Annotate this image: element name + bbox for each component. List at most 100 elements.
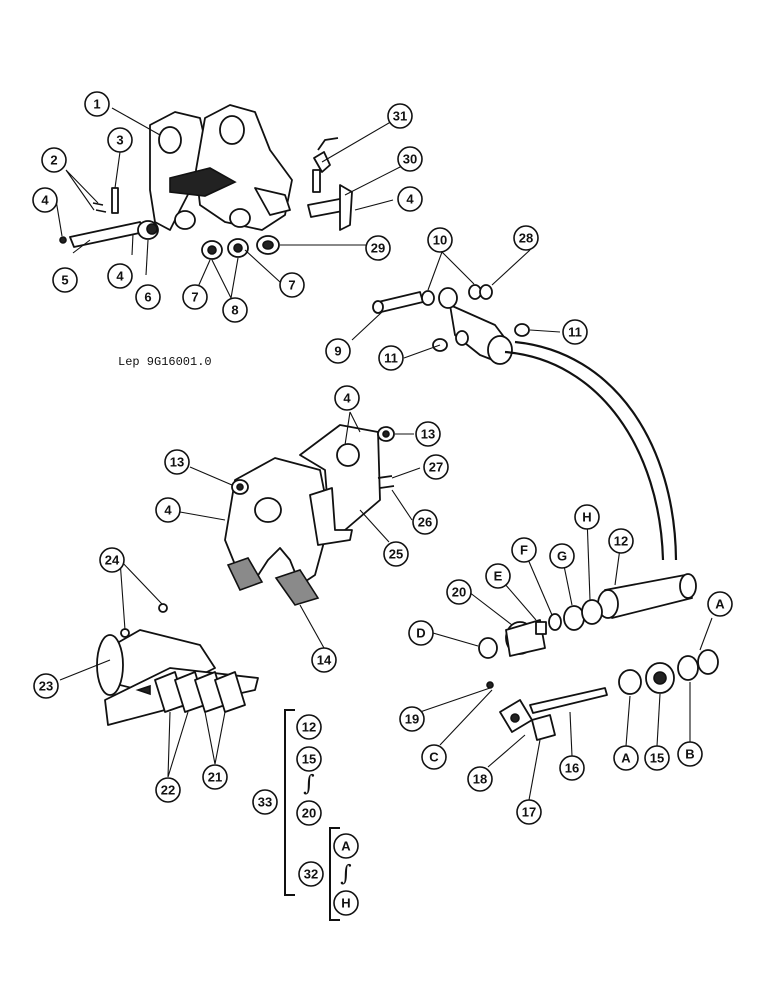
callout-C: C bbox=[421, 744, 447, 770]
coupler-bracket-assembly bbox=[149, 104, 293, 231]
washers-7-8 bbox=[201, 238, 249, 260]
callout-31: 31 bbox=[387, 103, 413, 129]
callout-4-a: 4 bbox=[32, 187, 58, 213]
svg-text:19: 19 bbox=[405, 712, 419, 727]
svg-text:H: H bbox=[341, 896, 350, 911]
callout-7-a: 7 bbox=[182, 284, 208, 310]
callout-E: E bbox=[485, 563, 511, 589]
rod-16 bbox=[499, 687, 608, 733]
svg-text:7: 7 bbox=[288, 278, 295, 293]
svg-text:F: F bbox=[520, 543, 528, 558]
svg-text:C: C bbox=[429, 750, 439, 765]
svg-text:D: D bbox=[416, 626, 425, 641]
callout-28: 28 bbox=[513, 225, 539, 251]
svg-text:5: 5 bbox=[61, 273, 68, 288]
callout-27: 27 bbox=[423, 454, 449, 480]
callout-7-b: 7 bbox=[279, 272, 305, 298]
svg-text:E: E bbox=[494, 569, 503, 584]
callout-4-e: 4 bbox=[155, 497, 181, 523]
kit-32-range-symbol: ∫ bbox=[340, 862, 352, 887]
adapter-9 bbox=[372, 291, 424, 314]
svg-text:10: 10 bbox=[433, 233, 447, 248]
svg-text:7: 7 bbox=[191, 290, 198, 305]
callout-18: 18 bbox=[467, 766, 493, 792]
pin-30 bbox=[307, 184, 353, 231]
kit-33-item-20: 20 bbox=[296, 800, 322, 826]
svg-text:9: 9 bbox=[334, 344, 341, 359]
svg-text:16: 16 bbox=[565, 761, 579, 776]
plugs-13 bbox=[231, 426, 395, 495]
svg-text:B: B bbox=[685, 747, 694, 762]
bushing-29 bbox=[256, 235, 280, 255]
clip-19 bbox=[486, 681, 494, 689]
svg-text:G: G bbox=[557, 549, 567, 564]
svg-text:20: 20 bbox=[302, 806, 316, 821]
callout-30: 30 bbox=[397, 146, 423, 172]
callout-19: 19 bbox=[399, 706, 425, 732]
callout-3: 3 bbox=[107, 127, 133, 153]
kit-32-label: 32 bbox=[298, 861, 324, 887]
seals-G-H bbox=[563, 599, 603, 631]
callout-14: 14 bbox=[311, 647, 337, 673]
callout-4-c: 4 bbox=[397, 186, 423, 212]
svg-text:4: 4 bbox=[406, 192, 414, 207]
callout-13-a: 13 bbox=[415, 421, 441, 447]
svg-text:15: 15 bbox=[650, 751, 664, 766]
svg-text:26: 26 bbox=[418, 515, 432, 530]
piston-15 bbox=[618, 649, 719, 695]
callout-23: 23 bbox=[33, 673, 59, 699]
kit-33-item-12: 12 bbox=[296, 714, 322, 740]
callout-B: B bbox=[677, 741, 703, 767]
callout-A-bottom: A bbox=[613, 745, 639, 771]
shim-bracket-assembly bbox=[96, 603, 259, 726]
callout-F: F bbox=[511, 537, 537, 563]
callout-24: 24 bbox=[99, 547, 125, 573]
svg-text:31: 31 bbox=[393, 109, 407, 124]
svg-text:4: 4 bbox=[41, 193, 49, 208]
svg-text:A: A bbox=[715, 597, 725, 612]
reference-label: Lep 9G16001.0 bbox=[118, 355, 212, 369]
callout-10: 10 bbox=[427, 227, 453, 253]
kit-32-item-H: H bbox=[333, 890, 359, 916]
callout-8: 8 bbox=[222, 297, 248, 323]
bolts-26-27 bbox=[377, 475, 395, 489]
svg-text:18: 18 bbox=[473, 772, 487, 787]
svg-text:4: 4 bbox=[164, 503, 172, 518]
callout-H: H bbox=[574, 504, 600, 530]
svg-text:8: 8 bbox=[231, 303, 238, 318]
svg-text:22: 22 bbox=[161, 783, 175, 798]
callout-4-d: 4 bbox=[334, 385, 360, 411]
svg-text:A: A bbox=[621, 751, 631, 766]
callout-20: 20 bbox=[446, 579, 472, 605]
callout-16: 16 bbox=[559, 755, 585, 781]
fitting-31 bbox=[312, 137, 339, 193]
callout-1: 1 bbox=[84, 91, 110, 117]
callout-12: 12 bbox=[608, 528, 634, 554]
svg-text:13: 13 bbox=[421, 427, 435, 442]
callout-29: 29 bbox=[365, 235, 391, 261]
pins-2 bbox=[92, 202, 107, 213]
svg-text:11: 11 bbox=[384, 351, 398, 366]
svg-text:29: 29 bbox=[371, 241, 385, 256]
svg-text:25: 25 bbox=[389, 547, 403, 562]
svg-text:H: H bbox=[582, 510, 591, 525]
gland-20 bbox=[505, 619, 546, 657]
svg-text:20: 20 bbox=[452, 585, 466, 600]
svg-text:4: 4 bbox=[116, 269, 124, 284]
svg-text:2: 2 bbox=[50, 153, 57, 168]
svg-text:1: 1 bbox=[93, 97, 100, 112]
callout-D: D bbox=[408, 620, 434, 646]
kit-33-item-15: 15 bbox=[296, 746, 322, 772]
ring-F bbox=[548, 613, 562, 631]
svg-text:A: A bbox=[341, 839, 351, 854]
svg-text:4: 4 bbox=[343, 391, 351, 406]
callout-9: 9 bbox=[325, 338, 351, 364]
svg-text:27: 27 bbox=[429, 460, 443, 475]
ring-E bbox=[535, 621, 547, 635]
svg-text:12: 12 bbox=[614, 534, 628, 549]
cylinder-barrel-12 bbox=[597, 573, 697, 619]
tee-fitting bbox=[438, 287, 513, 365]
svg-text:12: 12 bbox=[302, 720, 316, 735]
callout-25: 25 bbox=[383, 541, 409, 567]
